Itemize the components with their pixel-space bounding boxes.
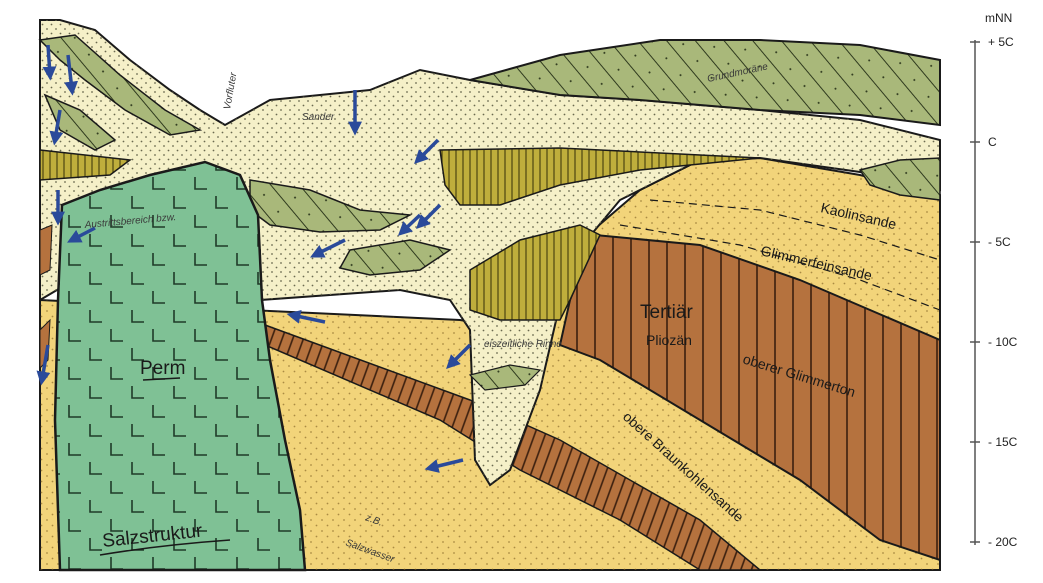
axis-tick-label: - 20C <box>988 535 1018 549</box>
flow-arrow <box>48 45 50 75</box>
depth-axis: mNN + 5C C - 5C - 10C - 15C - 20C <box>970 11 1018 549</box>
axis-tick-label: + 5C <box>988 35 1014 49</box>
pliozaen-label: Pliozän <box>646 332 692 348</box>
axis-tick-label: - 10C <box>988 335 1018 349</box>
vorfluter-label: Vorfluter <box>222 71 239 110</box>
eiszeitliche-rinne-label: eiszeitliche Rinne <box>484 339 562 350</box>
perm-label: Perm <box>140 358 185 379</box>
axis-unit-label: mNN <box>985 11 1012 25</box>
axis-tick-label: - 5C <box>988 235 1011 249</box>
axis-tick-label: C <box>988 135 997 149</box>
sander-label: Sander <box>302 112 335 123</box>
tertiaer-label: Tertiär <box>640 302 693 323</box>
axis-tick-label: - 15C <box>988 435 1018 449</box>
